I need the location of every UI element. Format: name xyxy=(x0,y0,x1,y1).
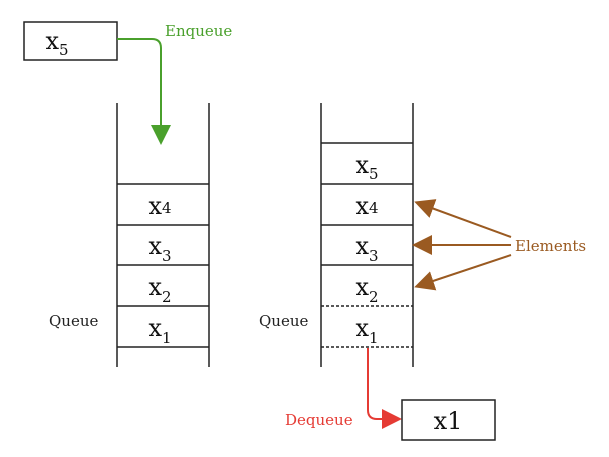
right-queue-x5: x5 xyxy=(355,151,378,183)
dequeued-element-box: x1 xyxy=(401,399,496,441)
elements-arrows: Elements xyxy=(412,199,586,291)
incoming-element-label: x5 xyxy=(45,27,68,59)
dequeue-path: Dequeue xyxy=(285,348,402,429)
right-queue-x3: x3 xyxy=(355,232,378,265)
elements-label: Elements xyxy=(515,237,586,255)
right-queue-x2: x2 xyxy=(355,273,378,306)
right-queue: x5 x4 x3 x2 x1 Queue xyxy=(259,103,414,367)
left-queue-x4: x4 xyxy=(148,192,171,220)
dequeue-label: Dequeue xyxy=(285,411,353,429)
left-queue-x1: x1 xyxy=(148,314,171,347)
enqueue-arrow: Enqueue xyxy=(117,22,232,145)
left-queue-label: Queue xyxy=(49,312,98,330)
incoming-element-box: x5 xyxy=(23,21,118,61)
left-queue-x3: x3 xyxy=(148,232,171,265)
right-queue-label: Queue xyxy=(259,312,308,330)
enqueue-label: Enqueue xyxy=(165,22,232,40)
left-queue: x4 x3 x2 x1 Queue xyxy=(49,103,210,367)
left-queue-x2: x2 xyxy=(148,273,171,306)
dequeued-element-label: x1 xyxy=(434,407,463,435)
right-queue-x4: x4 xyxy=(355,192,378,220)
right-queue-x1: x1 xyxy=(355,314,378,347)
